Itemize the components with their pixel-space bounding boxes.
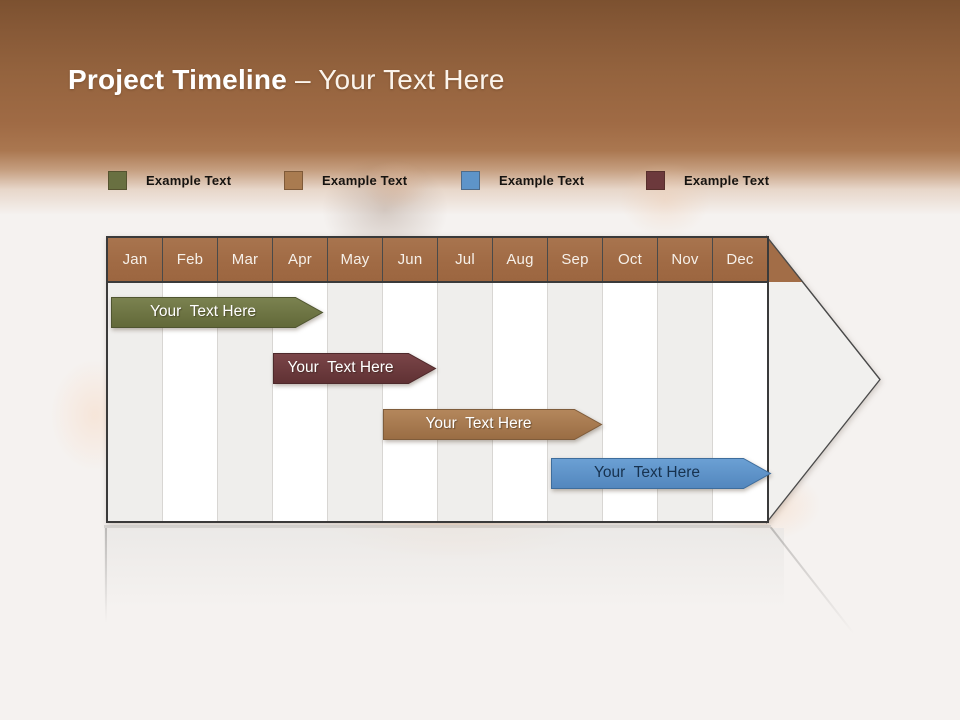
- month-cell-jun: Jun: [383, 238, 438, 281]
- grid-column: [328, 283, 383, 521]
- legend-label: Example Text: [499, 172, 585, 188]
- task-bar-3[interactable]: Your Text Here: [383, 409, 603, 440]
- month-cell-nov: Nov: [658, 238, 713, 281]
- month-cell-aug: Aug: [493, 238, 548, 281]
- legend-item-2[interactable]: Example Text: [284, 168, 407, 192]
- task-bar-label: Your Text Here: [287, 359, 394, 376]
- month-cell-jan: Jan: [108, 238, 163, 281]
- slide-title[interactable]: Project Timeline– Your Text Here: [68, 60, 505, 100]
- task-bar-1[interactable]: Your Text Here: [111, 297, 324, 328]
- legend-swatch-olive: [108, 170, 127, 190]
- legend-label: Example Text: [684, 172, 770, 188]
- table-reflection-edge: [104, 525, 771, 528]
- gantt-chart: Jan Feb Mar Apr May Jun Jul Aug Sep Oct …: [106, 235, 881, 524]
- table-reflection-left-line: [105, 528, 107, 623]
- task-bar-2-shape: [273, 353, 437, 384]
- task-bar-3-shape: [383, 409, 603, 440]
- month-cell-may: May: [328, 238, 383, 281]
- month-cell-mar: Mar: [218, 238, 273, 281]
- grid-column: [438, 283, 493, 521]
- legend-item-3[interactable]: Example Text: [461, 168, 584, 192]
- grid-column: [493, 283, 548, 521]
- task-bar-4[interactable]: Your Text Here: [551, 458, 772, 489]
- task-bar-label: Your Text Here: [594, 464, 700, 481]
- month-cell-oct: Oct: [603, 238, 658, 281]
- task-bar-label: Your Text Here: [425, 415, 532, 432]
- month-cell-apr: Apr: [273, 238, 328, 281]
- legend-label: Example Text: [146, 172, 232, 188]
- legend-swatch-blue: [461, 170, 480, 190]
- month-cell-jul: Jul: [438, 238, 493, 281]
- timeline-arrow-head: [766, 235, 881, 524]
- table-reflection: [104, 528, 784, 608]
- task-bar-4-shape: [551, 458, 772, 489]
- month-cell-sep: Sep: [548, 238, 603, 281]
- legend-swatch-tan: [284, 170, 303, 190]
- legend-label: Example Text: [322, 172, 408, 188]
- grid-column: [383, 283, 438, 521]
- legend-swatch-maroon: [646, 170, 665, 190]
- legend-item-4[interactable]: Example Text: [646, 168, 769, 192]
- task-bar-1-shape: [111, 297, 324, 328]
- task-bar-label: Your Text Here: [150, 303, 256, 320]
- legend-item-1[interactable]: Example Text: [108, 168, 231, 192]
- month-header-row: Jan Feb Mar Apr May Jun Jul Aug Sep Oct …: [108, 238, 767, 283]
- slide-title-main: Project Timeline: [68, 64, 287, 95]
- task-bar-2[interactable]: Your Text Here: [273, 353, 437, 384]
- month-cell-feb: Feb: [163, 238, 218, 281]
- month-cell-dec: Dec: [713, 238, 767, 281]
- slide-title-placeholder: – Your Text Here: [294, 64, 505, 95]
